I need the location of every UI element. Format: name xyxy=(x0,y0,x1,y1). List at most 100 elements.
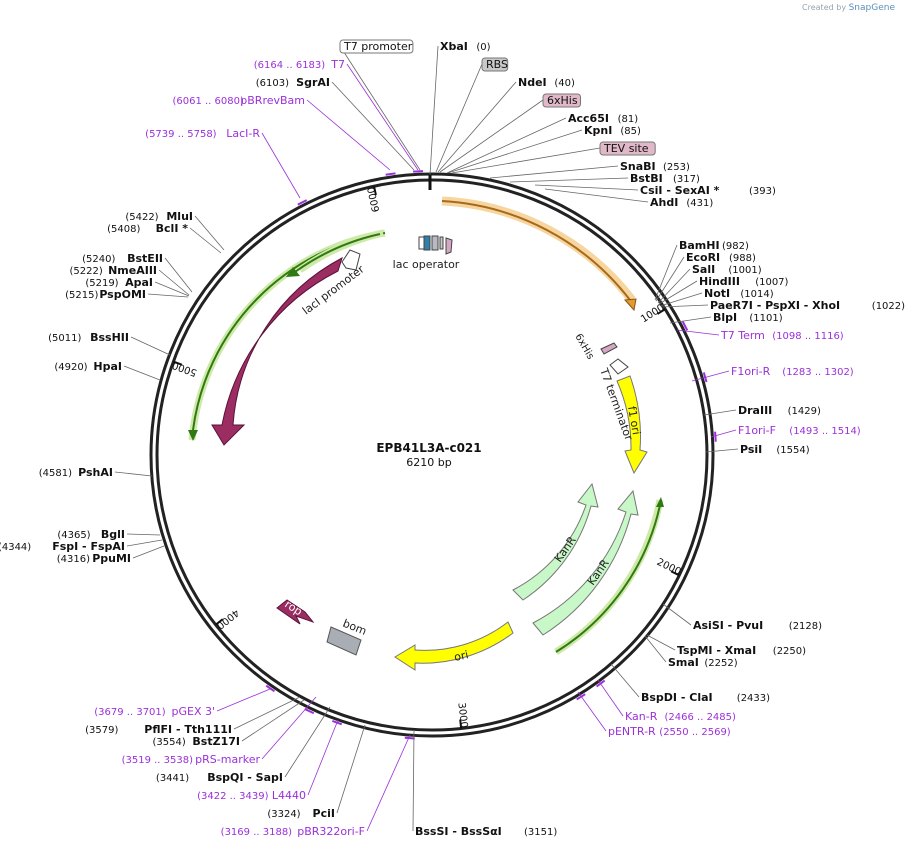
site-position: (3519 .. 3538) xyxy=(122,755,194,766)
site-name: XbaI xyxy=(440,40,468,53)
site-name: SmaI xyxy=(668,656,699,669)
tick-mark xyxy=(215,618,224,626)
lacI-prom-green-arrow xyxy=(286,267,300,277)
site-position: (1429) xyxy=(788,406,821,417)
snapgene-brand: SnapGene xyxy=(848,3,895,13)
sixhis-inner-label: 6xHis xyxy=(572,332,595,362)
site-label-f1ori-r: F1ori-R(1283 .. 1302) xyxy=(731,365,854,378)
site-label-t7: T7(6164 .. 6183) xyxy=(254,58,345,71)
site-label-asisi: AsiSI - PvuI(2128) xyxy=(693,619,822,632)
site-label-bspqi: BspQI - SapI(3441) xyxy=(156,771,283,784)
lacI-promoter-arrow xyxy=(341,249,361,271)
site-name: Kan-R xyxy=(625,710,658,723)
site-position: (3554) xyxy=(153,737,186,748)
site-label-bsssi: BssSI - BssSαI(3151) xyxy=(415,825,557,838)
site-name: BclI * xyxy=(156,222,189,235)
leader-line xyxy=(659,292,703,307)
site-name: AsiSI - PvuI xyxy=(693,619,763,632)
ori-arrow xyxy=(394,621,514,671)
site-label-tev: TEV site xyxy=(599,141,656,156)
ori-label: ori xyxy=(453,648,470,664)
site-position: (1001) xyxy=(728,265,761,276)
primer-mark xyxy=(702,372,708,383)
site-label-hpai: HpaI(4920) xyxy=(54,360,122,373)
backbone-outer xyxy=(149,172,715,738)
site-label-sgrai: SgrAI(6103) xyxy=(256,76,330,89)
leader-line xyxy=(451,147,601,174)
site-label-ecori: EcoRI(988) xyxy=(686,251,756,264)
site-label-paer7i: PaeR7I - PspXI - XhoI(1022) xyxy=(710,299,905,312)
site-label-ppumi: PpuMI(4316) xyxy=(57,552,131,565)
site-name: PspOMI xyxy=(99,288,146,301)
site-position: (2433) xyxy=(737,693,770,704)
leader-line xyxy=(307,719,339,796)
primer-mark xyxy=(332,720,343,726)
credit-prefix: Created by xyxy=(802,3,847,12)
tick-label: 3000 xyxy=(455,702,469,728)
site-name: PflFI - Tth111I xyxy=(144,723,232,736)
leader-line xyxy=(147,293,189,298)
leader-line xyxy=(336,724,366,814)
site-label-bgli: BglI(4365) xyxy=(57,528,125,541)
leader-line xyxy=(657,268,691,304)
site-name: FspI - FspAI xyxy=(52,540,125,553)
site-position: (1554) xyxy=(776,445,809,456)
leader-line xyxy=(644,635,667,663)
site-position: (1098 .. 1116) xyxy=(772,331,844,342)
site-name: PshAI xyxy=(78,466,113,479)
leader-line xyxy=(646,634,676,651)
site-label-acc65i: Acc65I (81) xyxy=(568,112,638,125)
lacI-prom-green-line xyxy=(294,233,381,273)
site-position: (2250) xyxy=(773,646,806,657)
site-name: BstEII xyxy=(127,252,163,265)
site-label-kan-r: Kan-R (2466 .. 2485) xyxy=(625,710,736,723)
site-label-apai: ApaI(5219) xyxy=(85,276,153,289)
primer-mark xyxy=(385,172,396,176)
leader-line xyxy=(233,696,301,730)
site-label-ahdi: AhdI(431) xyxy=(650,196,713,209)
leader-line xyxy=(669,316,712,324)
site-name: SgrAI xyxy=(296,76,330,89)
site-name: PciI xyxy=(313,807,335,820)
primer-mark xyxy=(714,431,717,442)
leader-lines xyxy=(114,45,739,832)
lac-operator-box-4 xyxy=(439,236,444,250)
site-name: AhdI xyxy=(650,196,678,209)
site-label-pbr322ori-f: pBR322ori-F(3169 .. 3188) xyxy=(221,825,365,838)
site-name: TspMI - XmaI xyxy=(677,644,756,657)
site-label-bstz17i: BstZ17I(3554) xyxy=(153,735,240,748)
site-position: (3324) xyxy=(267,809,300,820)
site-name: MluI xyxy=(166,210,193,223)
site-name: Acc65I xyxy=(568,112,609,125)
site-name: PaeR7I - PspXI - XhoI xyxy=(710,299,840,312)
site-name: pBR322ori-F xyxy=(297,825,365,838)
t7-terminator-shape xyxy=(609,358,629,375)
site-position: (4920) xyxy=(54,362,87,373)
site-name: BssSI - BssSαI xyxy=(415,825,502,838)
site-name: NmeAIII xyxy=(108,264,157,277)
site-label-bsteii: BstEII(5240) xyxy=(82,252,163,265)
leader-line xyxy=(610,663,640,698)
leader-line xyxy=(132,545,165,559)
leader-line xyxy=(241,699,305,742)
primer-mark xyxy=(297,199,308,206)
leader-line xyxy=(437,81,517,173)
site-name: T7 Term xyxy=(720,329,765,342)
site-label-kpni: KpnI(85) xyxy=(584,124,641,137)
site-position: (81) xyxy=(618,114,639,125)
site-label-ndei: NdeI(40) xyxy=(518,76,575,89)
site-name: EcoRI xyxy=(686,251,720,264)
leader-line xyxy=(114,471,153,477)
site-label-mlui: MluI(5422) xyxy=(125,210,193,223)
site-position: (1493 .. 1514) xyxy=(789,426,861,437)
site-label-pcii: PciI (3324) xyxy=(267,807,335,820)
leader-line xyxy=(577,691,607,732)
lacI-label: lacI xyxy=(246,321,265,343)
site-position: (2466 .. 2485) xyxy=(665,712,737,723)
feature-name: RBS xyxy=(486,58,508,71)
plasmid-length: 6210 bp xyxy=(406,456,451,469)
site-position: (253) xyxy=(663,162,690,173)
site-label-f1ori-f: F1ori-F(1493 .. 1514) xyxy=(738,424,861,437)
site-name: BspQI - SapI xyxy=(207,771,283,784)
site-label-tspmi: TspMI - XmaI (2250) xyxy=(677,644,806,657)
